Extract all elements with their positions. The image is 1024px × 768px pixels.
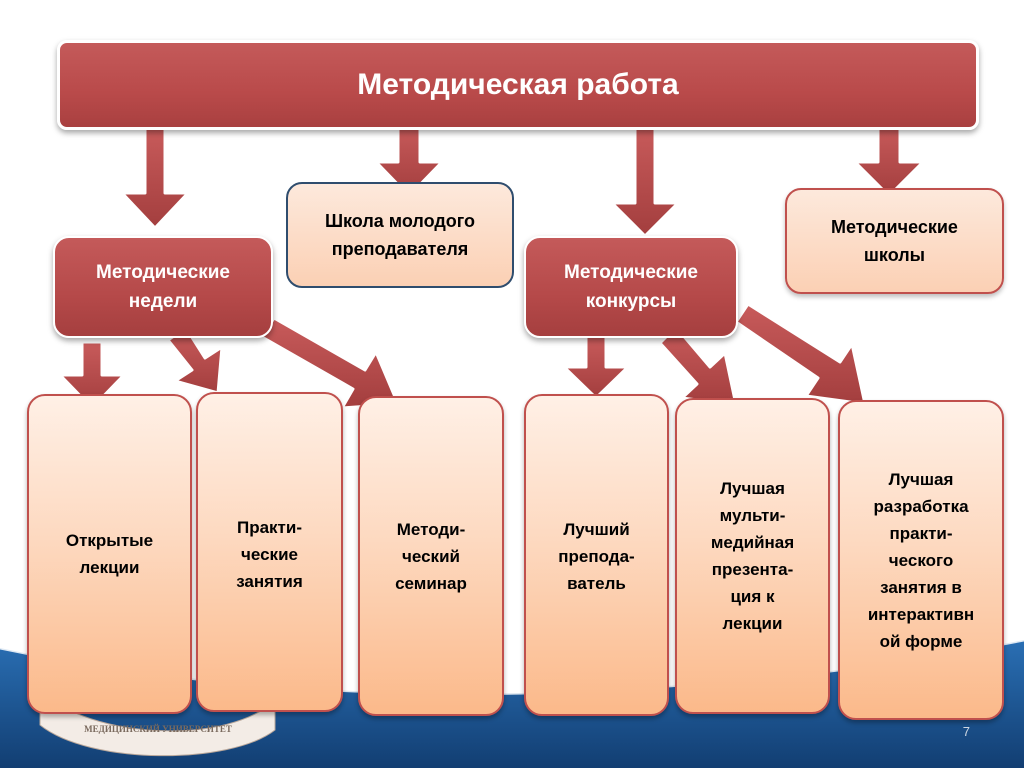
leaf-practical-classes-label: Практи- ческие занятия [236, 518, 303, 591]
arrow-root-to-young-school [374, 122, 444, 198]
leaf-best-multimedia-label: Лучшая мульти- медийная презента- ция к … [710, 479, 795, 633]
root-label: Методическая работа [357, 68, 679, 101]
arrow-weeks-to-open-lectures [58, 340, 126, 410]
node-methodical-weeks: Методические недели [53, 236, 273, 338]
arrow-weeks-to-seminar [260, 316, 400, 410]
leaf-best-practical-dev: Лучшая разработка практи- ческого заняти… [838, 400, 1004, 720]
arrow-root-to-schools [853, 123, 925, 198]
leaf-best-multimedia: Лучшая мульти- медийная презента- ция к … [675, 398, 830, 714]
arrow-root-to-weeks [120, 126, 190, 230]
page-number: 7 [962, 724, 970, 739]
node-methodical-weeks-label: Методические недели [96, 262, 230, 312]
leaf-practical-classes: Практи- ческие занятия [196, 392, 343, 712]
leaf-open-lectures: Открытые лекции [27, 394, 192, 714]
leaf-best-practical-dev-label: Лучшая разработка практи- ческого заняти… [867, 469, 975, 651]
leaf-open-lectures-label: Открытые лекции [65, 531, 154, 577]
node-young-teacher-school-label: Школа молодого преподавателя [324, 211, 476, 259]
leaf-best-teacher: Лучший препода- ватель [524, 394, 669, 716]
leaf-methodical-seminar-label: Методи- ческий семинар [395, 520, 467, 593]
root-node-methodical-work: Методическая работа [57, 40, 979, 130]
arrow-contests-to-best-practical [734, 302, 867, 406]
node-methodical-contests: Методические конкурсы [524, 236, 738, 338]
arrow-root-to-contests [610, 124, 680, 238]
node-methodical-schools: Методические школы [785, 188, 1004, 294]
leaf-best-teacher-label: Лучший препода- ватель [558, 520, 635, 593]
university-seal: МЕДИЦИНСКИЙ УНИВЕРСИТЕТ [39, 688, 276, 757]
arrow-contests-to-multimedia [658, 325, 738, 407]
arrow-contests-to-best-teacher [562, 334, 630, 400]
node-methodical-schools-label: Методические школы [831, 217, 958, 265]
university-name: МЕДИЦИНСКИЙ УНИВЕРСИТЕТ [84, 724, 232, 734]
leaf-methodical-seminar: Методи- ческий семинар [358, 396, 504, 716]
node-methodical-contests-label: Методические конкурсы [564, 262, 698, 312]
node-young-teacher-school: Школа молодого преподавателя [286, 182, 514, 288]
